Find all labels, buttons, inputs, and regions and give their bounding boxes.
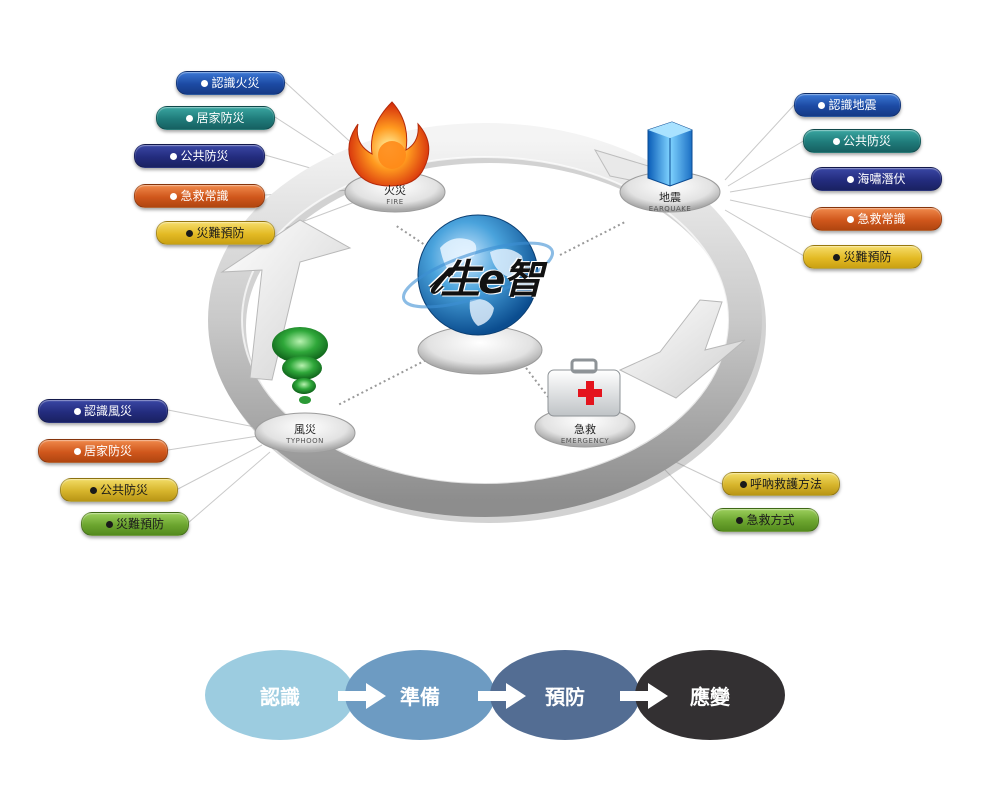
fire-item-1[interactable]: 認識火災 [176, 71, 285, 95]
quake-item-3-label: 海嘯潛伏 [857, 172, 906, 186]
typhoon-item-4[interactable]: 災難預防 [81, 512, 189, 536]
quake-item-4-label: 急救常識 [857, 212, 906, 226]
cycle-arrows [220, 149, 746, 399]
bullet-icon [201, 80, 209, 87]
center-links [337, 221, 626, 406]
center-globe [402, 214, 554, 375]
step-recognize-label: 認識 [260, 684, 300, 709]
bullet-icon [847, 216, 855, 223]
fire-item-2-label: 居家防災 [196, 111, 245, 125]
quake-label: 地震 EARQUAKE [620, 192, 720, 214]
emergency-item-2-label: 急救方式 [746, 513, 795, 527]
typhoon-label: 風災 TYPHOON [255, 424, 355, 446]
emergency-item-1[interactable]: 呼吶救護方法 [722, 472, 840, 496]
earthquake-node[interactable] [619, 121, 721, 213]
connector-lines [167, 81, 813, 524]
quake-label-en: EARQUAKE [648, 205, 692, 213]
typhoon-item-3-label: 公共防災 [99, 483, 148, 497]
quake-item-4[interactable]: 急救常識 [811, 207, 942, 231]
step-respond-label: 應變 [690, 684, 730, 709]
emergency-label-en: EMERGENCY [560, 437, 610, 445]
bullet-icon [736, 517, 744, 524]
arrow-right-icon [620, 683, 668, 709]
typhoon-label-en: TYPHOON [286, 437, 324, 445]
bullet-icon [818, 102, 826, 109]
fire-label: 火災 FIRE [345, 185, 445, 207]
typhoon-item-2-label: 居家防災 [83, 444, 132, 458]
fire-label-en: FIRE [386, 198, 404, 206]
step-recognize: 認識 [205, 650, 355, 740]
typhoon-label-zh: 風災 [294, 423, 316, 436]
bullet-icon [833, 254, 841, 261]
typhoon-item-3[interactable]: 公共防災 [60, 478, 178, 502]
typhoon-item-1-label: 認識風災 [83, 404, 132, 418]
quake-item-5[interactable]: 災難預防 [803, 245, 922, 269]
emergency-label: 急救 EMERGENCY [535, 424, 635, 446]
fire-item-2[interactable]: 居家防災 [156, 106, 275, 130]
quake-item-5-label: 災難預防 [843, 250, 892, 264]
bullet-icon [73, 448, 81, 455]
bullet-icon [832, 138, 840, 145]
step-prepare-label: 準備 [400, 684, 440, 709]
fire-label-zh: 火災 [384, 184, 406, 197]
fire-item-5-label: 災難預防 [196, 226, 245, 240]
logo-text: 𝓉生e智 [428, 257, 544, 303]
typhoon-node[interactable] [254, 327, 356, 454]
quake-item-1-label: 認識地震 [828, 98, 877, 112]
arrow-right-icon [338, 683, 386, 709]
bullet-icon [186, 230, 194, 237]
quake-item-2[interactable]: 公共防災 [803, 129, 921, 153]
fire-node[interactable] [344, 101, 446, 213]
fire-item-5[interactable]: 災難預防 [156, 221, 275, 245]
emergency-item-1-label: 呼吶救護方法 [749, 477, 822, 491]
quake-item-3[interactable]: 海嘯潛伏 [811, 167, 942, 191]
fire-item-3-label: 公共防災 [180, 149, 229, 163]
fire-item-1-label: 認識火災 [211, 76, 260, 90]
bullet-icon [170, 153, 178, 160]
quake-label-zh: 地震 [659, 191, 681, 204]
bullet-icon [847, 176, 855, 183]
bullet-icon [105, 521, 113, 528]
bullet-icon [186, 115, 194, 122]
quake-item-2-label: 公共防災 [842, 134, 891, 148]
fire-item-4-label: 急救常識 [180, 189, 229, 203]
arrow-right-icon [478, 683, 526, 709]
cycle-ring [208, 123, 766, 523]
bullet-icon [739, 481, 747, 488]
bullet-icon [89, 487, 97, 494]
fire-item-4[interactable]: 急救常識 [134, 184, 265, 208]
fire-item-3[interactable]: 公共防災 [134, 144, 265, 168]
quake-item-1[interactable]: 認識地震 [794, 93, 901, 117]
typhoon-item-4-label: 災難預防 [115, 517, 164, 531]
emergency-label-zh: 急救 [574, 423, 596, 436]
emergency-item-2[interactable]: 急救方式 [712, 508, 819, 532]
bullet-icon [73, 408, 81, 415]
typhoon-item-2[interactable]: 居家防災 [38, 439, 168, 463]
typhoon-item-1[interactable]: 認識風災 [38, 399, 168, 423]
step-prevent-label: 預防 [545, 684, 585, 709]
emergency-node[interactable] [534, 358, 636, 448]
bullet-icon [170, 193, 178, 200]
